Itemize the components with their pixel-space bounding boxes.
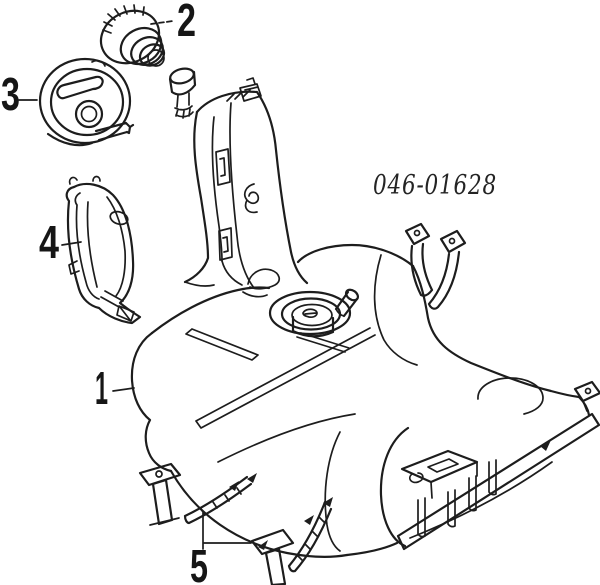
tank-straps-drawing — [138, 462, 333, 585]
callout-2-label: 2 — [177, 0, 196, 46]
callout-2-leader — [150, 20, 174, 25]
callout-1-leader — [112, 387, 135, 392]
fuel-tank-drawing — [130, 243, 591, 558]
callout-1-label: 1 — [95, 362, 108, 414]
pump-ring-drawing — [268, 288, 360, 338]
callout-3-label: 3 — [1, 68, 20, 120]
callout-5-leader — [202, 512, 252, 550]
upper-strap-tabs-drawing — [404, 222, 600, 412]
filler-neck-flange-drawing — [38, 57, 135, 147]
filler-neck-shield-drawing — [65, 175, 142, 325]
callout-4-label: 4 — [39, 216, 59, 268]
support-rail-drawing — [396, 412, 600, 551]
callout-4-leader — [61, 241, 82, 246]
callout-5-label: 5 — [190, 540, 208, 585]
filler-neck-drawing — [168, 67, 309, 289]
part-code: 046-01628 — [373, 170, 497, 201]
